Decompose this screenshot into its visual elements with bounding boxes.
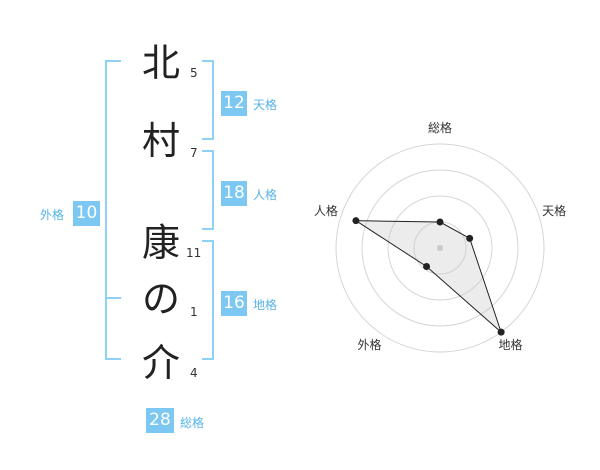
radar-axis-label-4: 人格 [314,203,338,218]
jinkaku-badge: 18 [221,181,247,206]
name-char-1: 北 [141,41,180,85]
tenkaku-badge: 12 [221,91,247,116]
chikaku-bracket [202,240,214,360]
radar-axis-label-2: 地格 [499,337,523,352]
gaikaku-bracket [105,60,121,360]
chikaku-badge: 16 [221,291,247,316]
radar-center [437,245,443,251]
name-char-2: 村 [141,119,180,163]
chikaku-label: 地格 [253,298,278,312]
radar-point-1 [466,234,474,242]
stroke-count-1: 5 [190,66,198,80]
gaikaku-bracket-mid-tick [105,297,121,299]
radar-polygon [354,220,503,334]
radar-point-4 [352,217,360,225]
stroke-count-5: 4 [190,366,198,380]
jinkaku-label: 人格 [253,188,278,202]
tenkaku-bracket [202,60,214,140]
gaikaku-label: 外格 [40,208,65,222]
radar-axis-label-1: 天格 [542,203,566,218]
soukaku-label: 総格 [180,416,205,430]
gaikaku-badge: 10 [73,201,100,226]
radar-ring-2 [387,195,493,301]
radar-point-0 [436,218,444,226]
radar-ring-3 [361,169,519,327]
soukaku-badge: 28 [146,408,174,433]
stroke-count-2: 7 [190,146,198,160]
name-char-4: の [141,277,180,321]
stroke-count-4: 1 [190,305,198,319]
name-char-5: 介 [141,341,180,385]
radar-axis-label-3: 外格 [357,337,381,352]
tenkaku-label: 天格 [253,98,278,112]
radar-axis-label-0: 総格 [428,120,452,135]
jinkaku-bracket [202,150,214,230]
radar-point-2 [497,328,505,336]
radar-point-3 [423,263,431,271]
radar-ring-4 [335,143,545,353]
stroke-count-3: 11 [186,246,202,260]
name-char-3: 康 [141,221,180,265]
